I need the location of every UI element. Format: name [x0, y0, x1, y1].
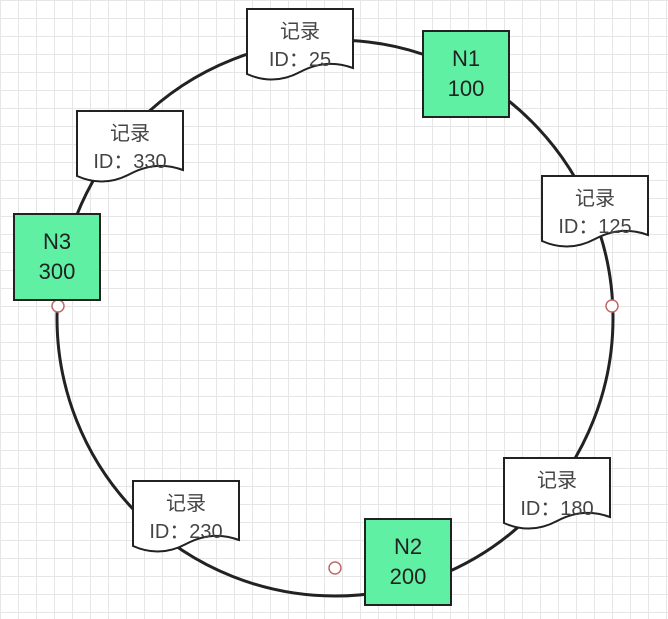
ring-marker	[605, 299, 619, 313]
node-value: 100	[447, 76, 485, 101]
record-id-25: 记录 ID：25	[246, 8, 354, 86]
ring-marker	[328, 561, 342, 575]
record-id-230: 记录 ID：230	[132, 480, 240, 558]
ring-marker	[51, 299, 65, 313]
document-icon	[246, 8, 354, 81]
node-name: N2	[393, 534, 423, 559]
document-icon	[76, 110, 184, 183]
node-name: N3	[42, 229, 72, 254]
document-icon	[132, 480, 240, 553]
node-value: 300	[38, 259, 76, 284]
node-n2: N2 200	[364, 518, 452, 606]
record-title: 记录	[280, 21, 320, 43]
document-icon	[503, 457, 611, 530]
node-name: N1	[451, 46, 481, 71]
document-icon	[541, 175, 649, 248]
record-id: ID：180	[520, 498, 594, 520]
record-id-125: 记录 ID：125	[541, 175, 649, 253]
record-id: ID：125	[558, 216, 632, 238]
record-id: ID：330	[93, 151, 167, 173]
record-title: 记录	[166, 493, 206, 515]
record-title: 记录	[575, 188, 615, 210]
node-n3: N3 300	[13, 213, 101, 301]
node-value: 200	[389, 564, 427, 589]
record-id-180: 记录 ID：180	[503, 457, 611, 535]
record-id: ID：25	[268, 49, 332, 71]
record-id-330: 记录 ID：330	[76, 110, 184, 188]
node-n1: N1 100	[422, 30, 510, 118]
record-title: 记录	[537, 470, 577, 492]
record-title: 记录	[110, 123, 150, 145]
record-id: ID：230	[149, 521, 223, 543]
